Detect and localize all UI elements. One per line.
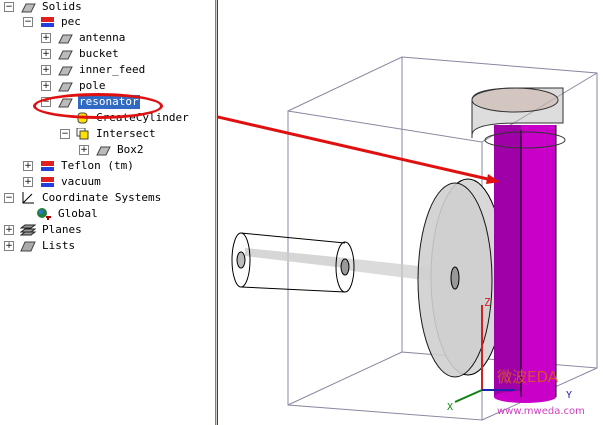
tree-item-pole[interactable]: + pole (41, 79, 107, 93)
material-icon (41, 177, 54, 187)
solid-icon (21, 3, 36, 13)
tree-item-intersect[interactable]: − Intersect (60, 127, 157, 141)
disc (417, 178, 506, 378)
tree-item-inner-feed[interactable]: + inner_feed (41, 63, 146, 77)
tree-item-global[interactable]: Global (36, 207, 99, 221)
pole-cap (471, 87, 566, 149)
watermark: 微波EDA (497, 368, 559, 386)
tree-item-antenna[interactable]: + antenna (41, 31, 126, 45)
solid-icon (58, 34, 73, 44)
axis-x-label: X (447, 402, 453, 413)
axis-z-label: Z (484, 296, 491, 309)
label: vacuum (61, 175, 101, 188)
label: pole (79, 79, 106, 92)
label: antenna (79, 31, 126, 44)
tree-item-coordinate-systems[interactable]: − Coordinate Systems (4, 191, 162, 205)
expand-icon[interactable]: + (79, 145, 89, 155)
expand-icon[interactable]: + (41, 49, 51, 59)
globe-icon (37, 208, 51, 220)
planes-icon (20, 224, 36, 236)
label: Teflon (tm) (61, 159, 134, 172)
3d-viewport[interactable]: Z Y X 微波EDA www.mweda.com (218, 0, 603, 425)
annotation-arrow (218, 115, 500, 184)
expand-icon[interactable]: + (41, 33, 51, 43)
axes-triad: Z Y X (447, 296, 572, 413)
resonator (494, 125, 557, 403)
collapse-icon[interactable]: − (4, 2, 14, 12)
collapse-icon[interactable]: − (60, 129, 70, 139)
expand-icon[interactable]: + (23, 161, 33, 171)
label: Intersect (96, 127, 156, 140)
tree-item-bucket[interactable]: + bucket (41, 47, 120, 61)
tree-item-pec[interactable]: − pec (23, 15, 82, 29)
label: Solids (42, 0, 82, 13)
lists-icon (20, 241, 36, 252)
collapse-icon[interactable]: − (23, 17, 33, 27)
solid-icon (58, 82, 73, 92)
label: Planes (42, 223, 82, 236)
solid-icon (58, 50, 73, 60)
label: Lists (42, 239, 76, 252)
axis-y-label: Y (566, 390, 572, 401)
tree-item-planes[interactable]: + Planes (4, 223, 83, 237)
label: Coordinate Systems (42, 191, 162, 204)
watermark-url: www.mweda.com (497, 406, 585, 417)
label: bucket (79, 47, 119, 60)
annotation-circle (33, 93, 163, 119)
splitter[interactable] (215, 0, 218, 425)
intersect-icon (76, 128, 89, 140)
label: Box2 (117, 143, 144, 156)
expand-icon[interactable]: + (4, 241, 14, 251)
expand-icon[interactable]: + (41, 65, 51, 75)
expand-icon[interactable]: + (23, 177, 33, 187)
solid-icon (96, 146, 111, 156)
tree-item-teflon[interactable]: + Teflon (tm) (23, 159, 135, 173)
material-icon (41, 17, 54, 27)
solid-icon (58, 66, 73, 76)
tree-item-solids[interactable]: − Solids (4, 0, 83, 14)
expand-icon[interactable]: + (4, 225, 14, 235)
material-icon (41, 161, 54, 171)
label: inner_feed (79, 63, 146, 76)
label: pec (61, 15, 81, 28)
tree-item-lists[interactable]: + Lists (4, 239, 76, 253)
expand-icon[interactable]: + (41, 81, 51, 91)
tree-item-box2[interactable]: + Box2 (79, 143, 145, 157)
model-tree: −Solids −pec +antenna +bucket +inner_fee… (0, 0, 215, 425)
collapse-icon[interactable]: − (4, 193, 14, 203)
axes-icon (22, 192, 34, 204)
tree-item-vacuum[interactable]: + vacuum (23, 175, 102, 189)
label: Global (58, 207, 98, 220)
model-scene: Z Y X 微波EDA www.mweda.com (218, 56, 598, 421)
